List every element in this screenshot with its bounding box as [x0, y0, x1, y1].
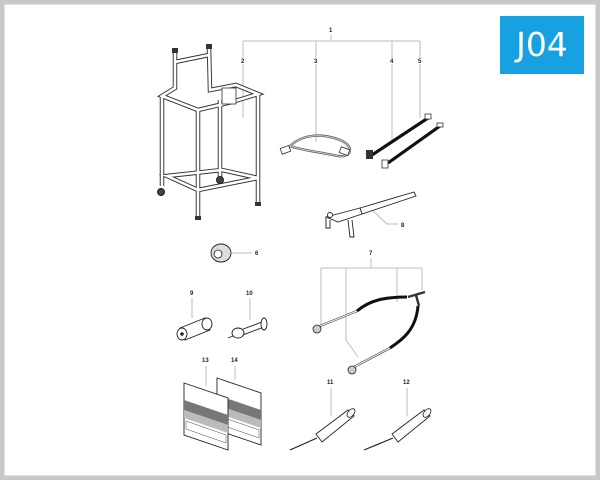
callout-3: 3	[314, 59, 318, 65]
callout-12: 12	[403, 380, 410, 386]
gasket-bag-13	[183, 382, 229, 451]
pin-part	[227, 317, 268, 339]
callout-14: 14	[231, 358, 238, 364]
y-hose-part	[312, 290, 426, 375]
sleeve-part	[176, 317, 213, 341]
callout-11: 11	[327, 380, 334, 386]
callout-8: 8	[401, 223, 405, 229]
callout-5: 5	[418, 59, 422, 65]
fork-wrench-part	[324, 191, 417, 238]
leader-lines	[191, 35, 423, 416]
callout-2: 2	[241, 59, 245, 65]
hose-parts	[366, 113, 444, 169]
cable-part	[279, 134, 352, 158]
callout-4: 4	[390, 59, 394, 65]
callout-9: 9	[190, 291, 194, 297]
callout-13: 13	[202, 358, 209, 364]
callout-10: 10	[246, 291, 253, 297]
page-code-badge: J04	[500, 16, 584, 74]
callout-1: 1	[329, 28, 333, 34]
cap-part	[210, 243, 232, 263]
stand-part	[156, 44, 265, 220]
probe-tool-12	[363, 408, 432, 451]
probe-tool-11	[289, 408, 356, 451]
callout-7: 7	[369, 251, 373, 257]
callout-6: 6	[255, 251, 259, 257]
